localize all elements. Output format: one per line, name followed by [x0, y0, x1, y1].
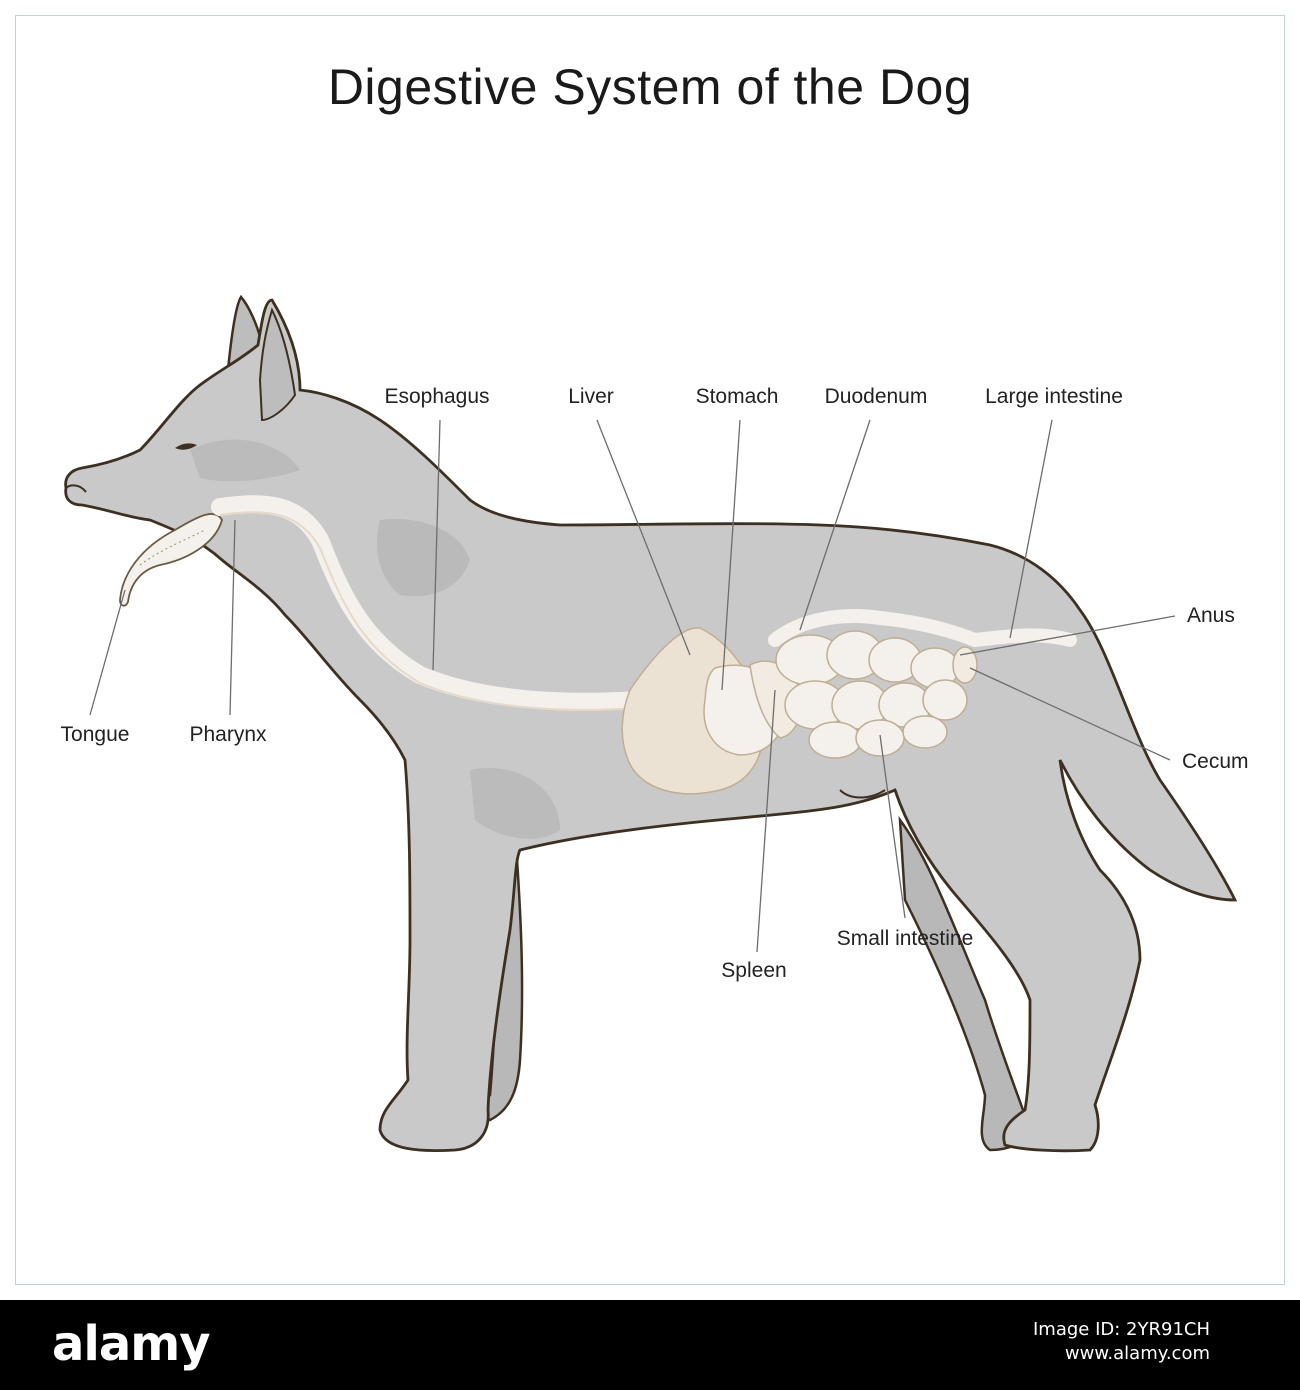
small-intestine — [775, 630, 968, 759]
digestive-organs — [119, 495, 1077, 795]
label-liver: Liver — [568, 385, 614, 408]
cecum-leader — [969, 667, 1171, 761]
shoulder-shade — [470, 768, 560, 839]
footer-bar: alamy Image ID: 2YR91CH www.alamy.com — [0, 1300, 1300, 1390]
large-intestine — [768, 609, 1077, 648]
large-intestine-leader — [1009, 419, 1053, 639]
pharynx-leader — [229, 519, 236, 716]
brand-logo: alamy — [52, 1316, 211, 1372]
tongue — [119, 513, 223, 607]
label-tongue: Tongue — [61, 723, 130, 746]
tongue-leader — [89, 589, 126, 716]
labels: Esophagus Liver Stomach Duodenum Large i… — [61, 385, 1249, 982]
anus-leader — [959, 615, 1176, 656]
image-info: Image ID: 2YR91CH www.alamy.com — [1033, 1318, 1210, 1366]
label-duodenum: Duodenum — [825, 385, 928, 408]
label-spleen: Spleen — [721, 959, 786, 982]
leader-lines — [89, 419, 1176, 953]
label-stomach: Stomach — [696, 385, 779, 408]
dog-diagram: Esophagus Liver Stomach Duodenum Large i… — [61, 294, 1249, 1153]
stomach-leader — [721, 419, 741, 691]
label-pharynx: Pharynx — [189, 723, 267, 746]
eye — [175, 443, 197, 450]
site-url: www.alamy.com — [1064, 1343, 1210, 1364]
neck-shade — [376, 519, 470, 597]
label-large-intestine: Large intestine — [985, 385, 1123, 408]
small-intestine-leader — [879, 734, 906, 919]
spleen-leader — [756, 689, 776, 953]
head-shade — [190, 439, 300, 482]
image-id: Image ID: 2YR91CH — [1032, 1319, 1210, 1340]
diagram-title: Digestive System of the Dog — [327, 59, 973, 115]
nose — [65, 484, 87, 493]
label-cecum: Cecum — [1182, 750, 1249, 773]
duodenum-leader — [799, 419, 871, 631]
cecum — [952, 646, 978, 684]
belly-line — [839, 789, 886, 799]
near-ear — [258, 307, 297, 422]
label-anus: Anus — [1187, 604, 1235, 627]
esophagus-leader — [432, 419, 441, 671]
label-small-intestine: Small intestine — [837, 927, 974, 950]
liver-leader — [596, 419, 691, 656]
label-esophagus: Esophagus — [384, 385, 489, 408]
